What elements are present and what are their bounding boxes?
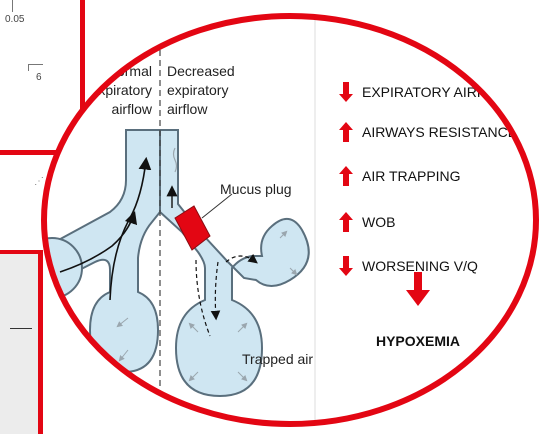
effect-label: WOB <box>362 214 395 230</box>
decreased-label-line: Decreased <box>167 63 235 79</box>
result-label: HYPOXEMIA <box>376 333 460 349</box>
normal-label-line: airflow <box>112 101 153 117</box>
decreased-label-line: airflow <box>167 101 208 117</box>
clip-mask <box>20 230 40 310</box>
trapped-air-label: Trapped air <box>242 351 313 367</box>
effect-row: AIRWAYS RESISTANCES <box>339 122 526 142</box>
effect-label: AIR TRAPPING <box>362 168 461 184</box>
effect-label: EXPIRATORY AIRFLOW <box>362 84 518 100</box>
mucus-plug-label: Mucus plug <box>220 181 292 197</box>
decreased-label-line: expiratory <box>167 82 228 98</box>
effect-row: WOB <box>339 212 395 232</box>
effect-label: WORSENING V/Q <box>362 258 478 274</box>
effect-label: AIRWAYS RESISTANCES <box>362 124 526 140</box>
